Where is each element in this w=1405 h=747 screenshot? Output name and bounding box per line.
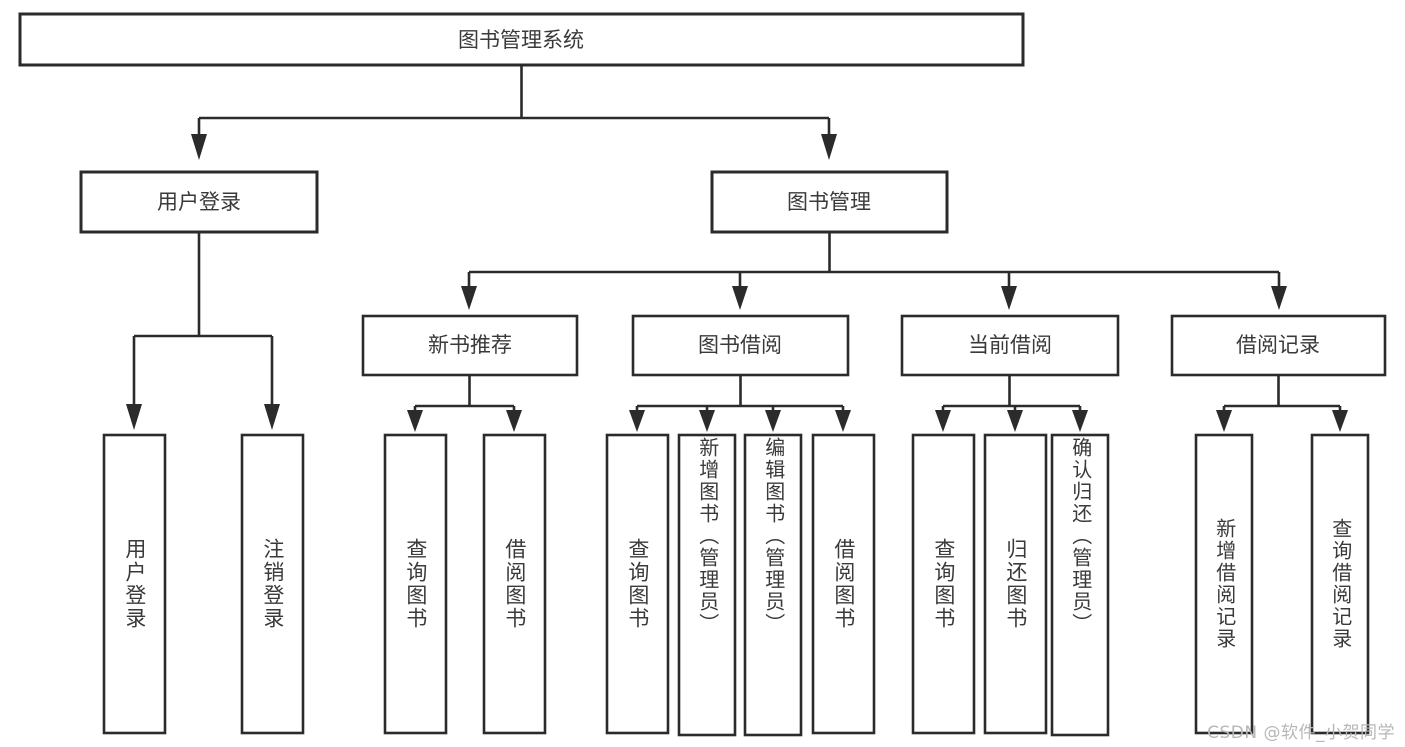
arrow-head-icon (191, 134, 207, 160)
connector-currentborrow-to-leaves (935, 375, 1088, 432)
node-root-box[interactable] (18, 12, 1025, 67)
arrow-head-icon (732, 286, 748, 310)
leaf-nodes-group (102, 433, 1370, 737)
node-book-management-box[interactable] (710, 170, 949, 234)
node-book-borrow-label: 图书借阅 (698, 333, 782, 357)
leaf-borrow-book-box[interactable] (811, 433, 876, 735)
node-book-management[interactable]: 图书管理 (710, 170, 949, 234)
node-root[interactable]: 图书管理系统 (18, 12, 1025, 67)
arrow-head-icon (629, 410, 645, 432)
node-borrow-records-box[interactable] (1170, 314, 1387, 377)
node-current-borrow-label: 当前借阅 (968, 333, 1052, 357)
arrow-head-icon (126, 404, 142, 430)
arrow-head-icon (835, 410, 851, 432)
node-new-book-recommend-label: 新书推荐 (428, 333, 512, 357)
connector-borrowrecords-to-leaves (1216, 375, 1348, 432)
leaf-return-book-box[interactable] (983, 433, 1048, 735)
arrow-head-icon (765, 410, 781, 432)
node-user-login-box[interactable] (79, 170, 319, 234)
arrow-head-icon (1271, 286, 1287, 310)
node-new-book-recommend[interactable]: 新书推荐 (361, 314, 579, 377)
arrow-head-icon (935, 410, 951, 432)
leaf-user-logout-box[interactable] (240, 433, 305, 735)
arrow-head-icon (1332, 410, 1348, 432)
leaf-add-book-admin-box[interactable] (677, 433, 737, 737)
node-book-management-label: 图书管理 (787, 190, 871, 214)
connector-bookmgmt-to-level3 (461, 232, 1287, 310)
node-borrow-records[interactable]: 借阅记录 (1170, 314, 1387, 377)
arrow-head-icon (1216, 410, 1232, 432)
arrow-head-icon (461, 286, 477, 310)
node-current-borrow-box[interactable] (900, 314, 1120, 377)
node-new-book-recommend-box[interactable] (361, 314, 579, 377)
node-current-borrow[interactable]: 当前借阅 (900, 314, 1120, 377)
arrow-head-icon (821, 134, 837, 160)
leaf-query-borrow-record-box[interactable] (1310, 433, 1370, 735)
arrow-head-icon (1007, 410, 1023, 432)
leaf-borrow-book-rec-box[interactable] (482, 433, 547, 735)
connector-userlogin-to-leaves (126, 232, 280, 430)
leaf-user-login-box[interactable] (102, 433, 167, 735)
leaf-edit-book-admin-box[interactable] (743, 433, 803, 737)
leaf-query-book-borrow-box[interactable] (605, 433, 670, 735)
node-root-label: 图书管理系统 (458, 28, 584, 52)
csdn-watermark: CSDN @软件_小贺同学 (1207, 723, 1395, 743)
arrow-head-icon (1001, 286, 1017, 310)
leaf-query-book-current-box[interactable] (911, 433, 976, 735)
arrow-head-icon (1072, 410, 1088, 432)
leaf-add-borrow-record-box[interactable] (1194, 433, 1254, 735)
leaf-confirm-return-admin-box[interactable] (1050, 433, 1110, 737)
node-user-login-label: 用户登录 (157, 190, 241, 214)
arrow-head-icon (699, 410, 715, 432)
arrow-head-icon (506, 410, 522, 432)
node-book-borrow[interactable]: 图书借阅 (631, 314, 850, 377)
arrow-head-icon (407, 410, 423, 432)
node-borrow-records-label: 借阅记录 (1236, 333, 1320, 357)
connector-bookborrow-to-leaves (629, 375, 851, 432)
leaf-query-book-rec-box[interactable] (383, 433, 448, 735)
connector-newbook-to-leaves (407, 375, 522, 432)
connector-root-to-level2 (191, 65, 837, 160)
node-book-borrow-box[interactable] (631, 314, 850, 377)
arrow-head-icon (264, 404, 280, 430)
node-user-login[interactable]: 用户登录 (79, 170, 319, 234)
